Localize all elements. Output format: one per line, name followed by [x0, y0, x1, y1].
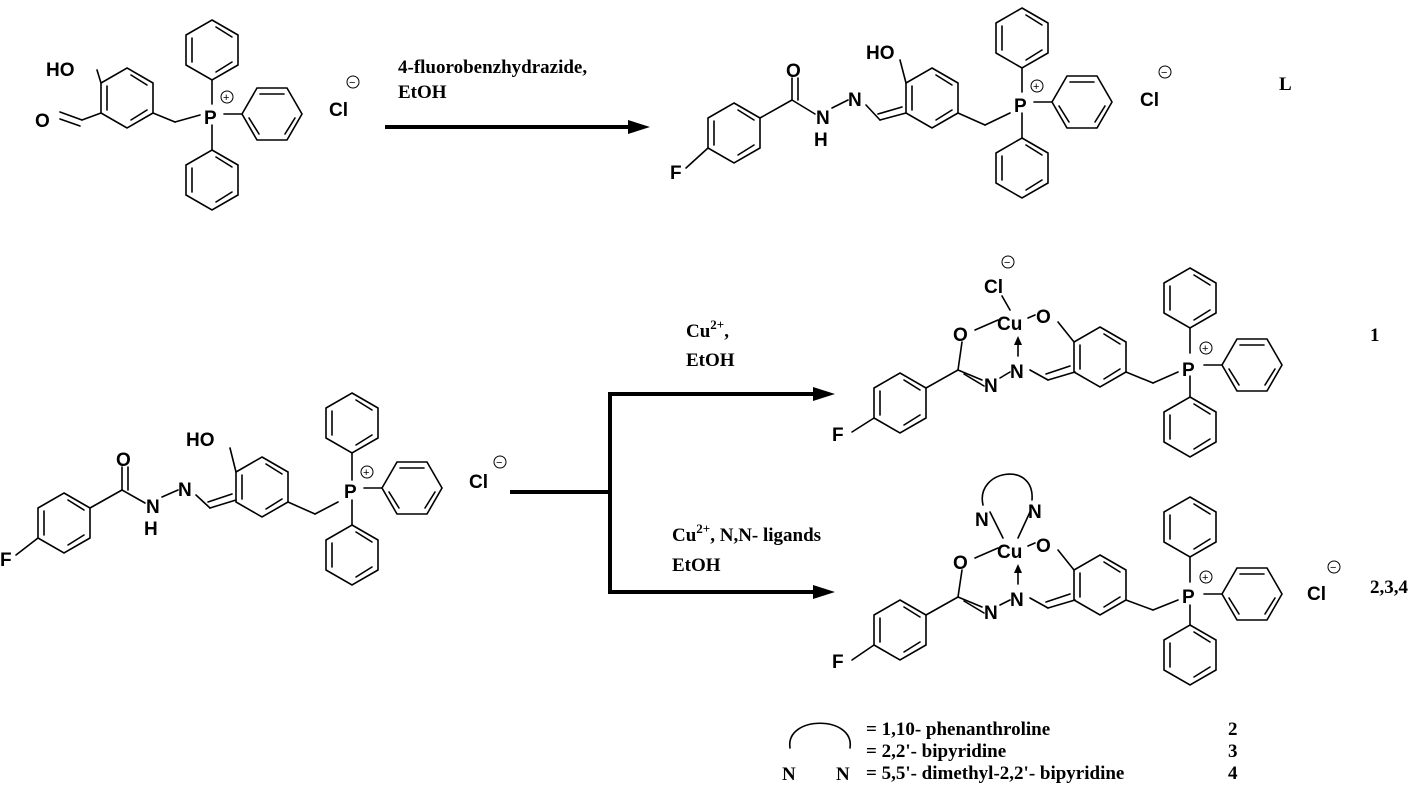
L-plus-charge: +: [1033, 81, 1039, 93]
chloride-label: Cl: [329, 100, 348, 121]
L-fluorine: F: [670, 163, 682, 184]
legend-n-left: N: [782, 764, 796, 785]
hydroxyl-label: HO: [46, 60, 75, 81]
svg-text:Cu2+,: Cu2+,: [686, 317, 729, 342]
c2-enolate-oxygen: O: [953, 553, 968, 574]
step2b-solvent: EtOH: [672, 555, 721, 576]
legend-row-1-num: 2: [1228, 719, 1238, 740]
step2b-cu: Cu: [672, 525, 697, 546]
L-chloride: Cl: [1140, 90, 1159, 111]
reactant-nh-nitrogen: N: [146, 497, 160, 518]
L-phosphorus: P: [1014, 96, 1027, 117]
complexes-label: 2,3,4: [1370, 577, 1409, 598]
c2-copper: Cu: [997, 542, 1022, 563]
c1-enolate-oxygen: O: [953, 325, 968, 346]
reactant-fluorine: F: [0, 550, 12, 571]
c2-nn-nitrogen-left: N: [975, 510, 989, 531]
ligand-L-structure: O F N H N HO P + Cl −: [670, 7, 1172, 199]
step2-branch-arrows: [510, 387, 835, 599]
step2a-reagents: Cu2+, EtOH: [686, 317, 735, 371]
legend-row-1-text: = 1,10- phenanthroline: [866, 719, 1050, 740]
c1-copper: Cu: [997, 314, 1022, 335]
ligand-legend: N N = 1,10- phenanthroline 2 = 2,2'- bip…: [782, 719, 1238, 785]
step2b-reagents: Cu2+, N,N- ligands EtOH: [672, 521, 821, 576]
step2a-comma: ,: [724, 321, 729, 342]
c2-nitrogen-1: N: [984, 603, 998, 624]
ligand-label: L: [1279, 74, 1292, 95]
c2-phosphorus: P: [1182, 587, 1195, 608]
L-imine-nitrogen: N: [848, 90, 862, 111]
reactant-minus-charge: −: [496, 457, 502, 469]
c1-chloride: Cl: [984, 277, 1003, 298]
L-nh-nitrogen: N: [816, 108, 830, 129]
legend-row-3-text: = 5,5'- dimethyl-2,2'- bipyridine: [866, 763, 1124, 784]
phosphorus-label: P: [204, 108, 217, 129]
c1-nitrogen-2: N: [1010, 362, 1024, 383]
reactant-phosphorus: P: [344, 482, 357, 503]
step1-reagent: 4-fluorobenzhydrazide,: [398, 57, 587, 78]
c2-nitrogen-2: N: [1010, 590, 1024, 611]
legend-row-2-text: = 2,2'- bipyridine: [866, 741, 1006, 762]
L-minus-charge: −: [1161, 67, 1167, 79]
c1-phenolate-oxygen: O: [1036, 307, 1051, 328]
c1-fluorine: F: [832, 425, 844, 446]
c2-phenolate-oxygen: O: [1036, 536, 1051, 557]
legend-row-3-num: 4: [1228, 763, 1238, 784]
reactant-imine-nitrogen: N: [178, 480, 192, 501]
L-amide-oxygen: O: [786, 61, 801, 82]
starting-aldehyde: HO O P + Cl −: [35, 19, 360, 211]
c1-phosphorus: P: [1182, 360, 1195, 381]
L-hydroxyl: HO: [866, 43, 895, 64]
complex-234-structure: F O N N Cu O N N P + Cl −: [832, 473, 1341, 686]
c2-minus-charge: −: [1330, 562, 1336, 574]
c2-fluorine: F: [832, 652, 844, 673]
reactant-chloride: Cl: [469, 472, 488, 493]
step2a-charge: 2+: [710, 317, 724, 332]
c1-nitrogen-1: N: [984, 376, 998, 397]
ligand-reactant: O F N H N HO P + Cl −: [0, 392, 507, 586]
minus-charge: −: [349, 77, 355, 89]
reactant-hydroxyl: HO: [186, 430, 215, 451]
c2-chloride: Cl: [1307, 584, 1326, 605]
reactant-nh-hydrogen: H: [144, 519, 158, 540]
legend-row-2-num: 3: [1228, 741, 1238, 762]
step2a-cu: Cu: [686, 321, 711, 342]
c2-nn-nitrogen-right: N: [1028, 502, 1042, 523]
complex-1-structure: F O N N Cu O Cl − P +: [832, 255, 1283, 458]
legend-n-right: N: [836, 764, 850, 785]
step1-arrow: 4-fluorobenzhydrazide, EtOH: [385, 57, 650, 134]
carbonyl-oxygen-label: O: [35, 111, 50, 132]
reactant-plus-charge: +: [363, 467, 369, 479]
plus-charge: +: [223, 92, 229, 104]
svg-text:Cu2+, N,N- ligands: Cu2+, N,N- ligands: [672, 521, 821, 546]
step2b-charge: 2+: [696, 521, 710, 536]
step2a-solvent: EtOH: [686, 350, 735, 371]
step2b-ligands: , N,N- ligands: [710, 525, 821, 546]
complex-1-label: 1: [1370, 325, 1380, 346]
c1-minus-charge: −: [1004, 257, 1010, 269]
c1-plus-charge: +: [1202, 343, 1208, 355]
c2-plus-charge: +: [1202, 572, 1208, 584]
step1-solvent: EtOH: [398, 82, 447, 103]
L-nh-hydrogen: H: [814, 130, 828, 151]
reactant-amide-oxygen: O: [116, 450, 131, 471]
